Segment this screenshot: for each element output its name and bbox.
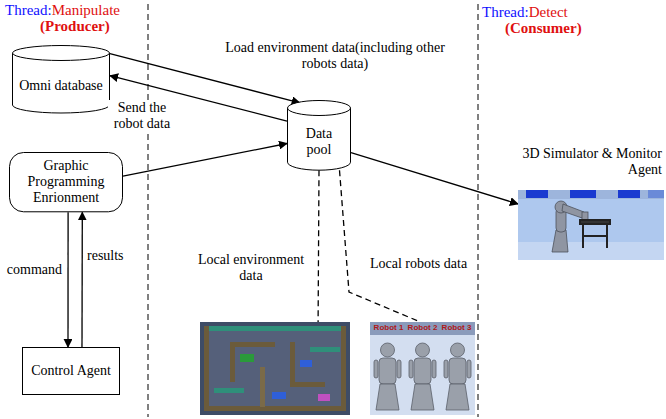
robot-name: Robot 1 [372, 323, 405, 332]
thread-divider [148, 4, 149, 417]
programming-box: Graphic Programming Enrionment [9, 152, 123, 212]
thread-role: (Consumer) [505, 20, 582, 37]
node-heading: Local environment data [195, 252, 307, 284]
edge-label: command [2, 262, 62, 278]
arrow-connector [123, 144, 287, 177]
edge-label: Load environment data(including other ro… [222, 40, 448, 72]
node-label: Control Agent [31, 363, 111, 379]
dashed-link [340, 170, 421, 322]
node-text-group: Data pool [293, 126, 345, 158]
thread-title-part: Thread: [5, 2, 52, 18]
node-text-group: Graphic Programming Enrionment [15, 158, 117, 206]
arrow-connector [81, 212, 83, 347]
thread-title: Thread:Detect [482, 4, 568, 21]
dashed-link [317, 170, 319, 322]
environment-node: Local environment data [200, 322, 350, 415]
thread-title: Thread:Manipulate [5, 2, 120, 19]
robot-name: Robot 2 [406, 323, 439, 332]
node-heading: 3D Simulator & Monitor Agent [498, 146, 662, 178]
thread-divider [478, 4, 479, 417]
node-text-group: Omni database [19, 78, 103, 94]
node-label: Graphic Programming Enrionment [15, 158, 117, 206]
agent-box: Control Agent [22, 347, 120, 395]
node-heading: Local robots data [362, 256, 475, 272]
thread-title-part: Thread: [482, 4, 529, 20]
node-label: Data pool [293, 126, 345, 158]
thread-role: (Producer) [40, 18, 110, 35]
arrow-connector [351, 153, 518, 204]
database-cylinder: Omni database [12, 45, 110, 113]
environment-picture [200, 322, 350, 415]
simulator-node: 3D Simulator & Monitor Agent [518, 190, 664, 260]
robot-name: Robot 3 [440, 323, 473, 332]
robots-node: Local robots dataRobot 1Robot 2Robot 3 [370, 322, 475, 415]
thread-title-part: Detect [529, 4, 568, 20]
edge-label: results [87, 248, 133, 264]
simulator-picture [518, 190, 664, 260]
thread-title-part: Manipulate [52, 2, 120, 18]
datapool-cylinder: Data pool [287, 100, 351, 170]
arrow-connector [67, 212, 68, 347]
edge-label: Send the robot data [108, 100, 176, 132]
node-label: Omni database [19, 78, 103, 94]
node-text-group: Control Agent [31, 363, 111, 379]
robots-picture [370, 322, 475, 415]
